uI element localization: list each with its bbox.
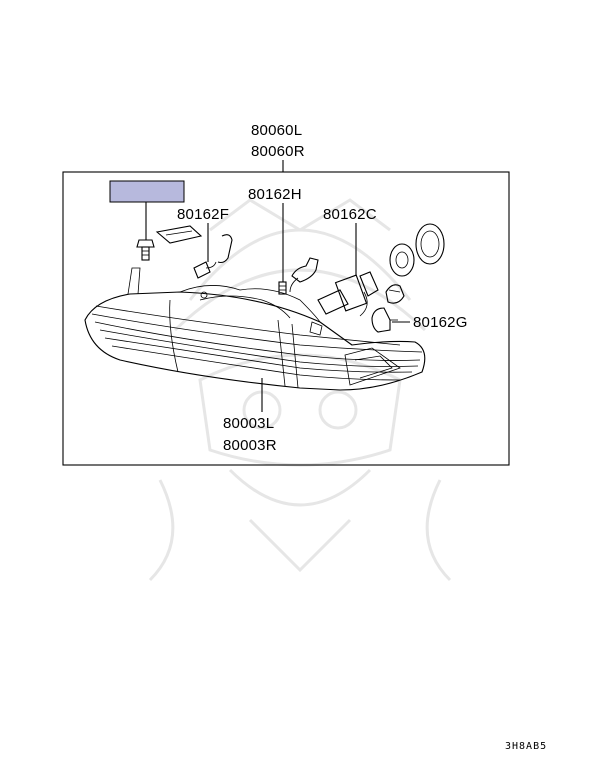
highlighted-part-box[interactable] <box>109 180 185 203</box>
diagram-code: 3H8AB5 <box>505 741 547 752</box>
part-80162F-shape[interactable] <box>155 225 233 279</box>
part-80162G-shape[interactable] <box>371 307 398 333</box>
part-label-80162G[interactable]: 80162G <box>413 314 468 331</box>
assembly-frame <box>62 171 510 466</box>
watermark-logo <box>148 198 452 582</box>
assembly-part-label-a[interactable]: 80060L <box>251 122 302 139</box>
socket-ring-parts[interactable] <box>385 223 445 304</box>
part-80162H-shape[interactable] <box>278 257 319 295</box>
lens-part-label-a[interactable]: 80003L <box>223 415 274 432</box>
part-label-80162C[interactable]: 80162C <box>323 206 377 223</box>
part-label-80162F[interactable]: 80162F <box>177 206 229 223</box>
screw-part[interactable] <box>136 239 155 261</box>
assembly-part-label-b[interactable]: 80060R <box>251 143 305 160</box>
lens-part-label-b[interactable]: 80003R <box>223 437 277 454</box>
part-label-80162H[interactable]: 80162H <box>248 186 302 203</box>
part-80162C-shape[interactable] <box>317 271 379 317</box>
headlamp-housing[interactable] <box>84 267 426 391</box>
